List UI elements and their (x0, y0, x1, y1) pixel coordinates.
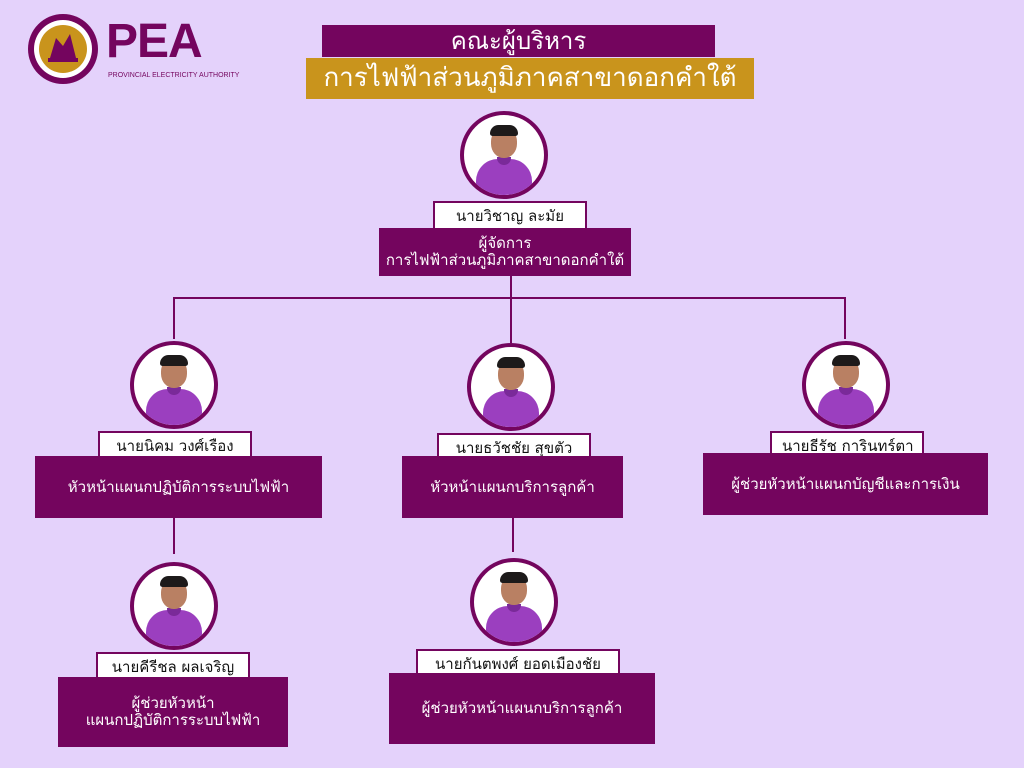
position-ops-asst-line1: ผู้ช่วยหัวหน้า (131, 694, 215, 712)
position-service-asst-text: ผู้ช่วยหัวหน้าแผนกบริการลูกค้า (421, 699, 623, 717)
position-manager: ผู้จัดการ การไฟฟ้าส่วนภูมิภาคสาขาดอกคำใต… (379, 228, 631, 276)
avatar-finance-asst (802, 341, 890, 429)
connector-line (510, 276, 512, 298)
connector-line (510, 297, 512, 343)
connector-line (844, 297, 846, 339)
connector-line (173, 297, 175, 339)
position-manager-line1: ผู้จัดการ (478, 234, 532, 252)
logo-wordmark: PEA (106, 15, 203, 68)
position-manager-line2: การไฟฟ้าส่วนภูมิภาคสาขาดอกคำใต้ (385, 251, 625, 269)
page-subtitle: การไฟฟ้าส่วนภูมิภาคสาขาดอกคำใต้ (306, 58, 754, 99)
page-title: คณะผู้บริหาร (322, 25, 715, 57)
avatar-service-head (467, 343, 555, 431)
position-ops-head: หัวหน้าแผนกปฏิบัติการระบบไฟฟ้า (35, 456, 322, 518)
avatar-ops-head (130, 341, 218, 429)
logo-subtitle: PROVINCIAL ELECTRICITY AUTHORITY (108, 72, 240, 79)
position-finance-asst-text: ผู้ช่วยหัวหน้าแผนกบัญชีและการเงิน (731, 474, 960, 493)
avatar-ops-asst (130, 562, 218, 650)
connector-line (173, 518, 175, 554)
pea-seal-icon (28, 14, 98, 84)
name-manager: นายวิชาญ ละมัย (433, 201, 587, 231)
avatar-service-asst (470, 558, 558, 646)
position-finance-asst: ผู้ช่วยหัวหน้าแผนกบัญชีและการเงิน (703, 453, 988, 515)
position-service-asst: ผู้ช่วยหัวหน้าแผนกบริการลูกค้า (389, 673, 655, 744)
position-ops-head-text: หัวหน้าแผนกปฏิบัติการระบบไฟฟ้า (67, 477, 290, 496)
position-service-head-text: หัวหน้าแผนกบริการลูกค้า (430, 477, 595, 496)
position-ops-asst-line2: แผนกปฏิบัติการระบบไฟฟ้า (85, 711, 261, 729)
position-service-head: หัวหน้าแผนกบริการลูกค้า (402, 456, 623, 518)
pea-logo: PEA PROVINCIAL ELECTRICITY AUTHORITY (26, 12, 240, 86)
connector-line (173, 297, 846, 299)
connector-line (512, 518, 514, 552)
position-ops-asst: ผู้ช่วยหัวหน้า แผนกปฏิบัติการระบบไฟฟ้า (58, 677, 288, 747)
avatar-manager (460, 111, 548, 199)
